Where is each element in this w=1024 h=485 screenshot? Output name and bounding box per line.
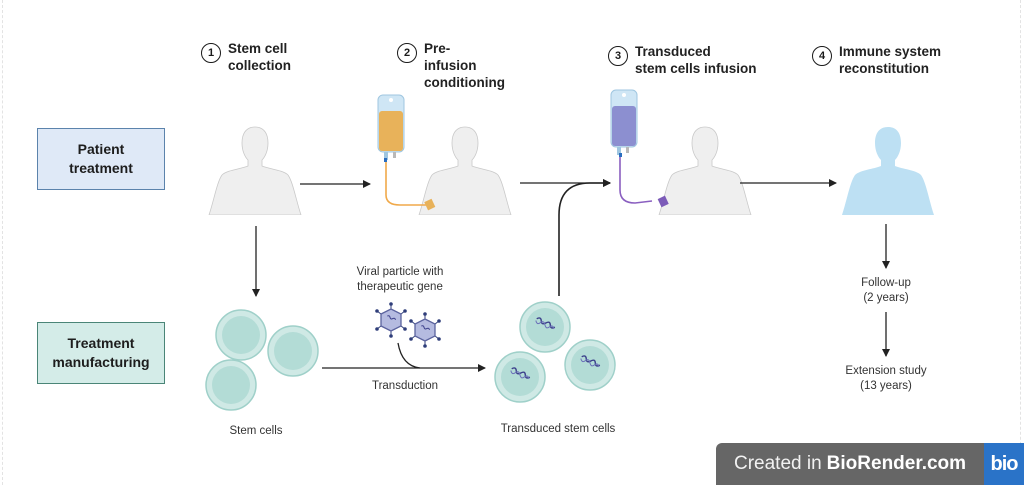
biorender-watermark[interactable]: Created in BioRender.com bio: [716, 443, 1024, 485]
step-3-heading: 3 Transduced stem cells infusion: [608, 43, 757, 77]
step-1-number-badge: 1: [201, 43, 221, 63]
transduced-stem-cells-icon: [494, 301, 616, 403]
conditioning-iv-bag-icon: [377, 94, 436, 211]
step-3-number-badge: 3: [608, 46, 628, 66]
patient-body-collection: [208, 126, 302, 215]
viral-particle-icon: [374, 301, 442, 349]
watermark-brand: BioRender.com: [826, 453, 967, 474]
transduced-stem-cells-caption: Transduced stem cells: [500, 423, 616, 435]
step-2-number-badge: 2: [397, 43, 417, 63]
step-2-heading: 2 Pre- infusion conditioning: [397, 40, 505, 91]
patient-treatment-label: Patient treatment: [37, 128, 165, 190]
patient-body-infusion: [658, 126, 752, 215]
stem-cells-icon: [205, 309, 319, 411]
step-4-title: Immune system reconstitution: [839, 44, 942, 76]
step-2-title: Pre- infusion conditioning: [424, 41, 505, 90]
biorender-logo-icon: bio: [984, 443, 1024, 485]
stem-cells-caption: Stem cells: [229, 425, 283, 437]
cell-infusion-iv-bag-icon: [610, 89, 669, 208]
patient-body-reconstituted: [842, 127, 934, 215]
step-1-title: Stem cell collection: [228, 41, 292, 73]
arrow-virus-merge: [397, 342, 421, 369]
extension-study-caption: Extension study (13 years): [845, 365, 927, 392]
treatment-manufacturing-label: Treatment manufacturing: [37, 322, 165, 384]
transduction-caption: Transduction: [371, 380, 439, 392]
step-3-title: Transduced stem cells infusion: [635, 44, 757, 76]
watermark-text: Created in BioRender.com: [716, 443, 984, 485]
follow-up-caption: Follow-up (2 years): [861, 277, 911, 304]
arrow-transduced-to-infusion: [558, 179, 611, 296]
viral-particle-caption: Viral particle with therapeutic gene: [356, 266, 444, 293]
step-4-heading: 4 Immune system reconstitution: [812, 43, 941, 77]
step-1-heading: 1 Stem cell collection: [201, 40, 291, 74]
watermark-prefix: Created in: [734, 453, 822, 474]
step-4-number-badge: 4: [812, 46, 832, 66]
